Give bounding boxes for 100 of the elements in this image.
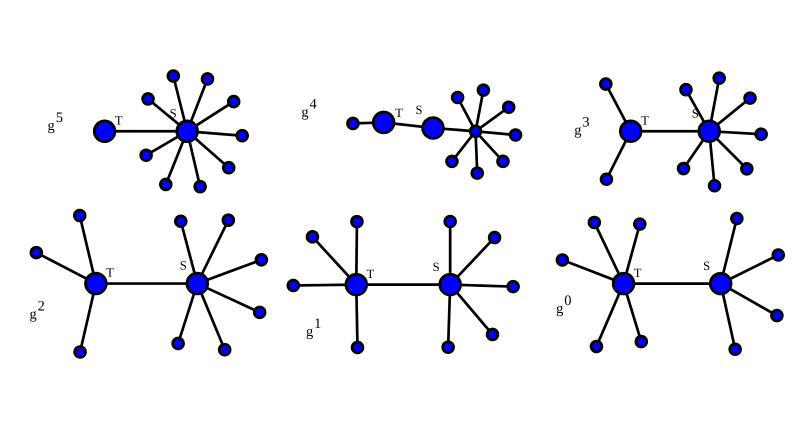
node-label: S bbox=[415, 102, 423, 117]
node-circle bbox=[470, 166, 484, 180]
node-circle bbox=[468, 124, 482, 138]
connector bbox=[475, 94, 484, 126]
node-circle bbox=[222, 160, 236, 174]
node-circle bbox=[600, 172, 614, 186]
connector bbox=[40, 253, 88, 280]
node-circle bbox=[159, 177, 173, 191]
node-label: T bbox=[106, 265, 114, 280]
connector bbox=[178, 292, 196, 338]
node-circle bbox=[441, 340, 455, 354]
node-circle bbox=[743, 90, 757, 104]
connector bbox=[722, 223, 737, 274]
node-circle bbox=[679, 82, 693, 96]
connector bbox=[641, 129, 699, 132]
connector bbox=[456, 240, 492, 278]
node-circle bbox=[599, 76, 613, 90]
node-circle bbox=[92, 119, 116, 143]
connector bbox=[166, 140, 185, 180]
connector bbox=[625, 292, 641, 336]
connector bbox=[730, 256, 774, 280]
connector bbox=[355, 294, 359, 342]
connector bbox=[460, 283, 508, 288]
connector bbox=[634, 282, 710, 284]
node-circle bbox=[306, 230, 320, 244]
node-circle bbox=[344, 272, 368, 296]
connector bbox=[194, 136, 226, 164]
connector bbox=[80, 293, 95, 346]
node-circle bbox=[754, 126, 768, 140]
node-circle bbox=[350, 340, 364, 354]
node-circle bbox=[438, 272, 462, 296]
node-circle bbox=[728, 342, 742, 356]
node-circle bbox=[633, 216, 647, 230]
connector bbox=[152, 101, 180, 125]
connector bbox=[607, 88, 627, 122]
node-circle bbox=[254, 252, 268, 266]
connector bbox=[298, 282, 346, 286]
node-circle bbox=[618, 118, 642, 142]
connector bbox=[358, 120, 374, 124]
node-circle bbox=[488, 230, 502, 244]
node-circle bbox=[508, 128, 522, 142]
node-circle bbox=[502, 100, 516, 114]
node-circle bbox=[186, 271, 210, 295]
connector bbox=[710, 82, 720, 121]
connector bbox=[608, 140, 628, 174]
connector bbox=[195, 102, 230, 126]
node-label: S bbox=[432, 259, 440, 274]
connector bbox=[456, 291, 490, 331]
connector bbox=[596, 226, 620, 274]
connector bbox=[729, 287, 773, 314]
connector bbox=[206, 286, 256, 311]
node-circle bbox=[445, 154, 459, 168]
connector bbox=[200, 292, 224, 345]
connector bbox=[688, 94, 706, 122]
node-label: T bbox=[395, 106, 403, 120]
connector bbox=[180, 226, 196, 274]
connector bbox=[479, 109, 505, 129]
node-circle bbox=[698, 118, 721, 142]
node-label: S bbox=[180, 258, 187, 272]
node-circle bbox=[226, 94, 240, 108]
node-label: T bbox=[634, 265, 642, 280]
connector bbox=[597, 292, 621, 342]
connector bbox=[150, 134, 179, 153]
connector bbox=[567, 260, 614, 281]
node-circle bbox=[346, 116, 360, 130]
connector bbox=[315, 239, 350, 278]
connector bbox=[106, 282, 187, 284]
connector bbox=[198, 130, 237, 136]
connector bbox=[188, 140, 200, 182]
connector bbox=[716, 100, 747, 126]
connector bbox=[446, 294, 452, 342]
connector bbox=[686, 138, 704, 164]
node-circle bbox=[174, 214, 188, 228]
node-circle bbox=[588, 215, 602, 229]
node-circle bbox=[443, 214, 457, 228]
node-circle bbox=[218, 342, 232, 356]
connector bbox=[480, 130, 510, 136]
connector bbox=[206, 260, 257, 281]
connector bbox=[80, 220, 95, 274]
node-circle bbox=[740, 162, 754, 176]
node-label: S bbox=[703, 258, 710, 272]
node-circle bbox=[771, 248, 786, 262]
node-circle bbox=[350, 214, 364, 228]
node-circle bbox=[730, 211, 744, 225]
connector bbox=[394, 122, 423, 128]
connector bbox=[458, 101, 474, 126]
connector bbox=[478, 134, 500, 158]
node-circle bbox=[612, 271, 636, 295]
node-circle bbox=[252, 305, 266, 319]
connector bbox=[444, 126, 470, 132]
connector bbox=[722, 293, 736, 344]
connector bbox=[720, 130, 756, 135]
node-circle bbox=[84, 271, 108, 295]
node-circle bbox=[556, 252, 570, 266]
node-circle bbox=[171, 336, 185, 350]
connector bbox=[200, 224, 228, 274]
node-circle bbox=[506, 279, 520, 293]
node-circle bbox=[450, 90, 464, 104]
node-circle bbox=[634, 334, 648, 348]
node-circle bbox=[30, 245, 44, 259]
